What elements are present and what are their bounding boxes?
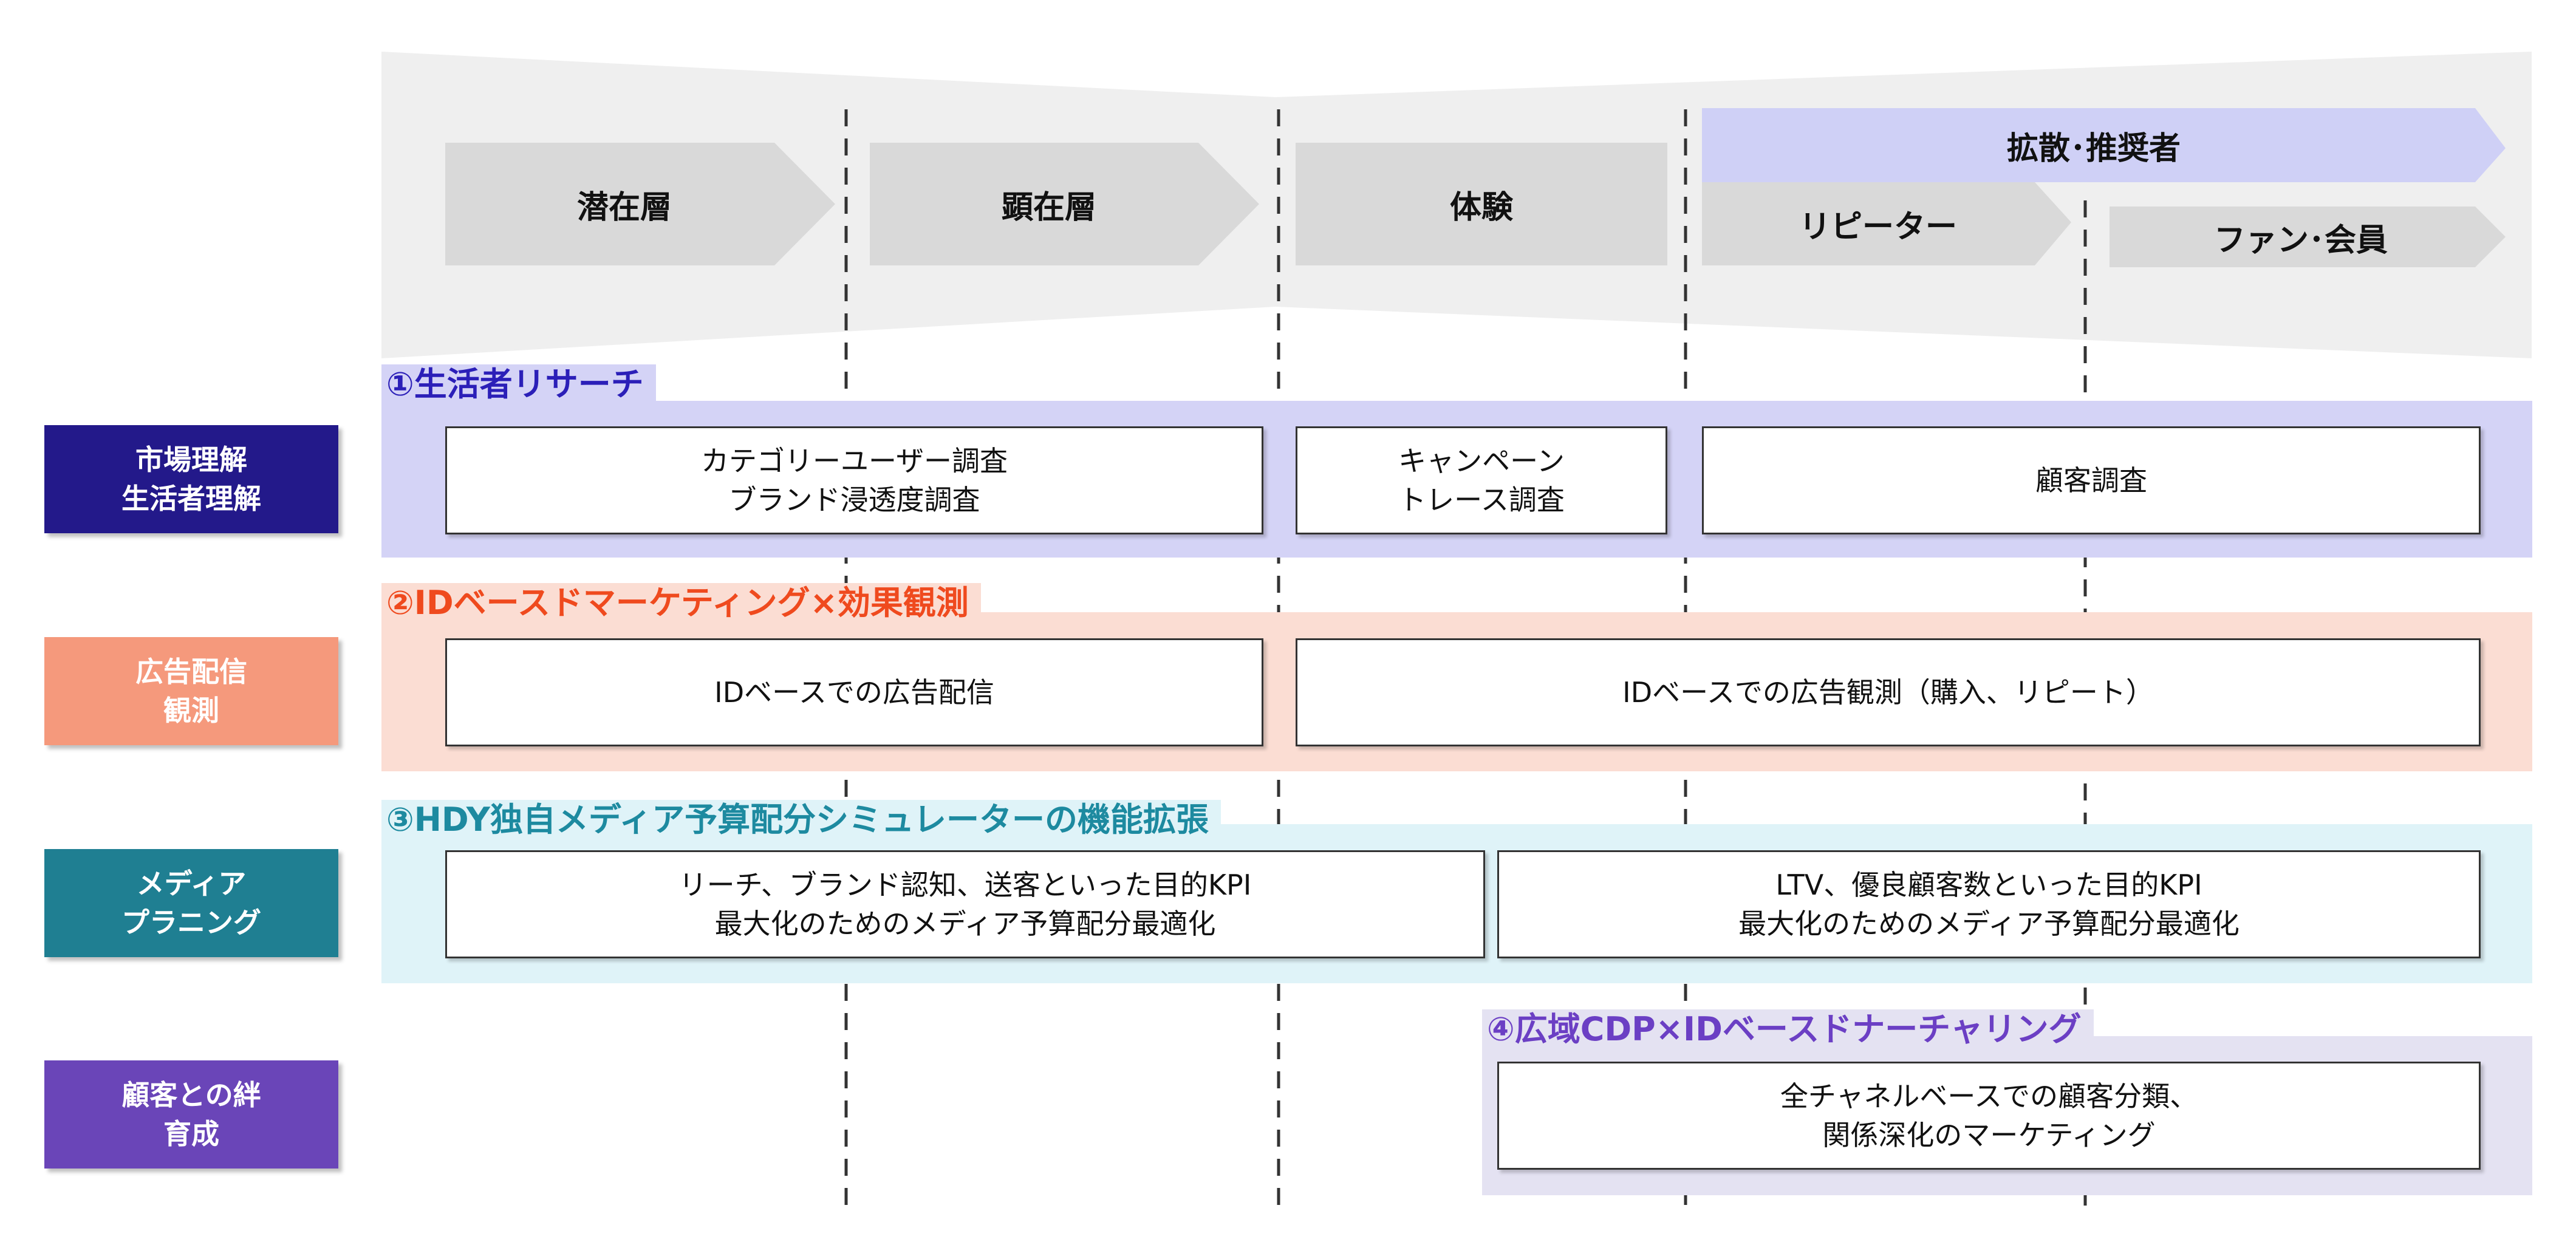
box-line2: ブランド浸透度調査 [728, 483, 980, 516]
category-line1: 広告配信 [135, 655, 247, 688]
box-line1: LTV、優良顧客数といった目的KPI [1775, 868, 2202, 901]
box-category-brand-survey: カテゴリーユーザー調査 ブランド浸透度調査 [445, 426, 1263, 534]
box-line2: 最大化のためのメディア予算配分最適化 [1738, 907, 2239, 940]
box-line1: IDベースでの広告観測（購入、リピート） [1622, 675, 2154, 709]
stage-label-repeater: リピーター [1799, 209, 1957, 245]
stage-label-diffusion: 拡散･推奨者 [2006, 130, 2181, 167]
category-market-understanding: 市場理解 生活者理解 [44, 425, 338, 533]
box-reach-kpi-optimization: リーチ、ブランド認知、送客といった目的KPI 最大化のためのメディア予算配分最適… [445, 850, 1485, 958]
fan-stage-arrow [2110, 206, 2506, 267]
box-campaign-trace-survey: キャンペーン トレース調査 [1296, 426, 1667, 534]
manifest-stage-arrow [870, 143, 1259, 265]
box-id-ad-observation: IDベースでの広告観測（購入、リピート） [1296, 638, 2481, 746]
box-line1: リーチ、ブランド認知、送客といった目的KPI [678, 868, 1252, 901]
category-line2: プラニング [121, 906, 261, 939]
box-line1: キャンペーン [1398, 444, 1565, 477]
category-line2: 生活者理解 [121, 482, 261, 515]
stage-label-fan: ファン･会員 [2213, 222, 2388, 259]
box-customer-survey: 顧客調査 [1702, 426, 2481, 534]
box-line1: IDベースでの広告配信 [714, 675, 994, 709]
stage-label-manifest: 顕在層 [1001, 189, 1096, 226]
box-ltv-kpi-optimization: LTV、優良顧客数といった目的KPI 最大化のためのメディア予算配分最適化 [1497, 850, 2481, 958]
category-line1: 顧客との絆 [121, 1078, 261, 1111]
box-line2: 最大化のためのメディア予算配分最適化 [714, 907, 1216, 940]
experience-stage-arrow [1296, 143, 1667, 265]
repeater-stage-arrow [1702, 182, 2071, 265]
category-line1: 市場理解 [135, 443, 247, 476]
diffusion-stage-arrow [1702, 108, 2506, 182]
section4-title: ④広域CDP×IDベースドナーチャリング [1482, 1009, 2094, 1049]
section3-title: ③HDY独自メディア予算配分シミュレーターの機能拡張 [381, 800, 1221, 840]
stage-label-experience: 体験 [1449, 189, 1513, 226]
category-line2: 観測 [163, 694, 219, 727]
box-line1: カテゴリーユーザー調査 [700, 444, 1008, 477]
section1-title: ①生活者リサーチ [381, 364, 656, 404]
category-customer-bond: 顧客との絆 育成 [44, 1060, 338, 1169]
box-line1: 顧客調査 [2035, 463, 2147, 497]
stage-label-latent: 潜在層 [576, 189, 672, 226]
category-ad-delivery: 広告配信 観測 [44, 637, 338, 745]
latent-stage-arrow [445, 143, 835, 265]
box-all-channel-customer-classification: 全チャネルベースでの顧客分類、 関係深化のマーケティング [1497, 1062, 2481, 1170]
box-id-ad-delivery: IDベースでの広告配信 [445, 638, 1263, 746]
section2-title: ②IDベースドマーケティング×効果観測 [381, 583, 981, 623]
category-media-planning: メディア プラニング [44, 849, 338, 957]
category-line2: 育成 [163, 1117, 219, 1150]
category-line1: メディア [136, 867, 247, 900]
box-line2: トレース調査 [1398, 483, 1565, 516]
box-line1: 全チャネルベースでの顧客分類、 [1780, 1079, 2198, 1113]
box-line2: 関係深化のマーケティング [1822, 1119, 2156, 1152]
